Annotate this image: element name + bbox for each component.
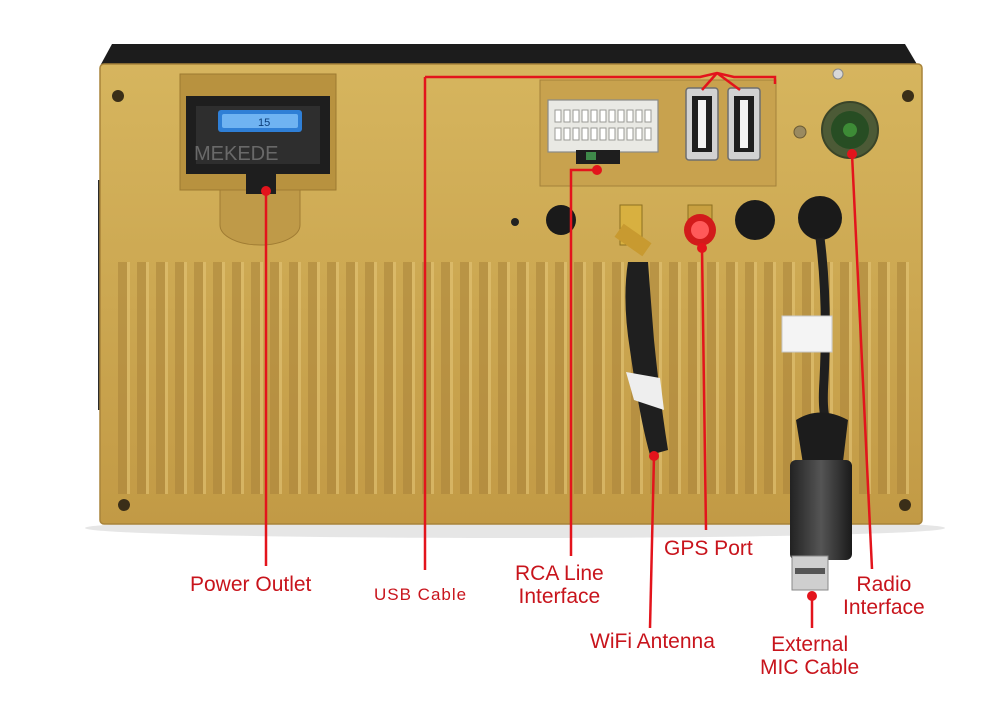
- brand-watermark: MEKEDE: [194, 143, 278, 165]
- reset-hole: [511, 218, 519, 226]
- mounting-hole-2: [735, 200, 775, 240]
- heat-sink-fins: [118, 262, 909, 494]
- usb-port-right: [727, 87, 761, 161]
- corner-screws: [112, 90, 914, 511]
- label-external-mic-cable: External MIC Cable: [760, 633, 860, 679]
- mounting-hole-1: [546, 205, 576, 235]
- label-wifi-antenna: WiFi Antenna: [590, 630, 715, 653]
- usb-port-left: [685, 87, 719, 161]
- external-mic-cable: [781, 196, 852, 591]
- label-gps-port: GPS Port: [664, 537, 753, 560]
- label-radio-interface: Radio Interface: [843, 573, 925, 619]
- label-rca-line-interface: RCA Line Interface: [515, 562, 604, 608]
- rca-connector: [547, 99, 659, 153]
- ground-screw: [793, 125, 807, 139]
- top-frame: [100, 44, 918, 66]
- label-power-outlet: Power Outlet: [190, 573, 312, 596]
- label-usb-cable: USB Cable: [374, 585, 468, 604]
- svg-text:15: 15: [258, 117, 270, 129]
- gps-port: [684, 204, 716, 246]
- wifi-antenna: [614, 204, 668, 455]
- pointer-dots: [261, 149, 857, 601]
- pointer-lines: [264, 71, 874, 629]
